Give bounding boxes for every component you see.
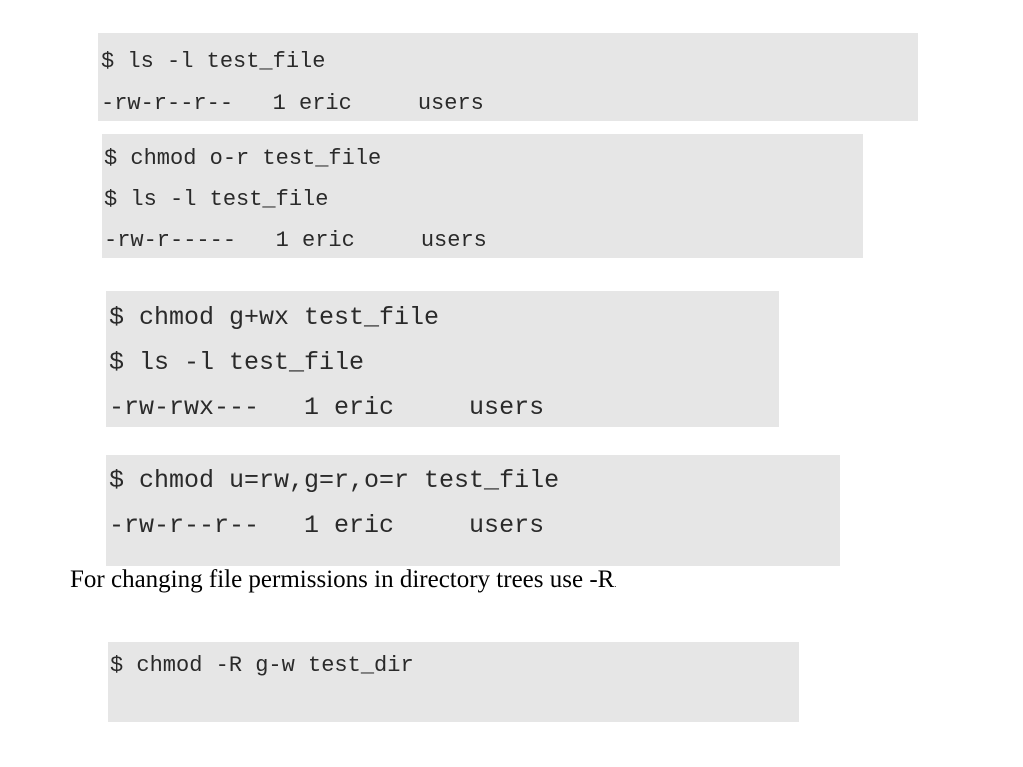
code-block-chmod-o-r: $ chmod o-r test_file $ ls -l test_file … — [102, 134, 863, 258]
code-line-command: $ chmod g+wx test_file — [109, 303, 440, 332]
code-line-output: -rw-r--r-- 1 eric users — [101, 91, 484, 116]
code-line-command: $ chmod o-r test_file — [104, 146, 382, 171]
recursive-note-period: . — [614, 580, 617, 589]
code-line-command: $ ls -l test_file — [109, 348, 365, 377]
recursive-note-text: For changing file permissions in directo… — [70, 566, 615, 593]
code-line-command: $ ls -l test_file — [101, 49, 326, 74]
code-block-chmod-recursive: $ chmod -R g-w test_dir — [108, 642, 799, 722]
code-line-output: -rw-r----- 1 eric users — [104, 228, 487, 253]
code-line-command: $ chmod u=rw,g=r,o=r test_file — [109, 466, 560, 495]
code-block-ls-initial: $ ls -l test_file -rw-r--r-- 1 eric user… — [98, 33, 918, 121]
code-line-command: $ ls -l test_file — [104, 187, 329, 212]
code-block-chmod-symbolic-set: $ chmod u=rw,g=r,o=r test_file -rw-r--r-… — [106, 455, 840, 566]
recursive-note: For changing file permissions in directo… — [70, 562, 616, 603]
code-line-output: -rw-rwx--- 1 eric users — [109, 393, 545, 422]
code-line-output: -rw-r--r-- 1 eric users — [109, 511, 545, 540]
code-line-command: $ chmod -R g-w test_dir — [110, 653, 414, 678]
code-block-chmod-g-wx: $ chmod g+wx test_file $ ls -l test_file… — [106, 291, 779, 427]
